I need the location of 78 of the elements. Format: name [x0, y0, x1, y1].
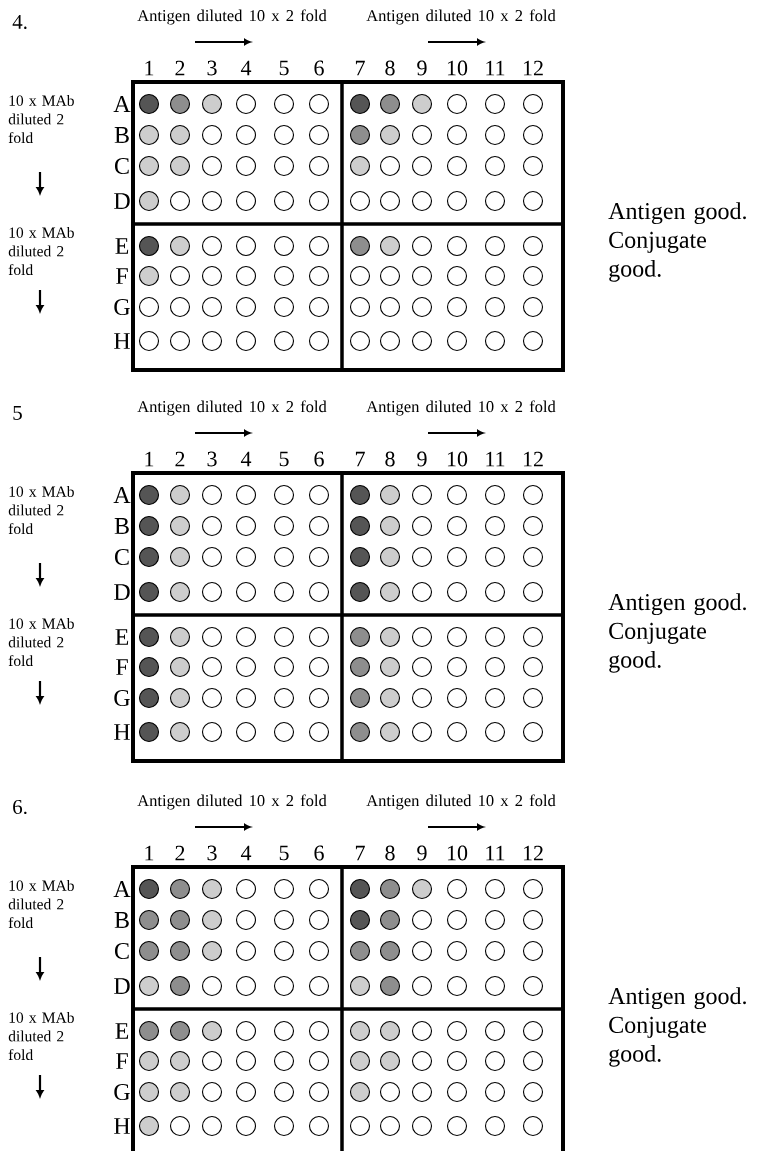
dilution-label: 10 x MAb diluted 2 fold — [8, 485, 74, 535]
panel-number: 5 — [13, 406, 22, 420]
column-number: 2 — [175, 845, 185, 861]
column-number: 3 — [207, 845, 217, 861]
panel-number: 4. — [12, 14, 27, 30]
column-number: 5 — [279, 845, 289, 861]
result-note: Antigen good. Conjugate good. — [608, 593, 746, 673]
row-letter: B — [114, 127, 129, 143]
column-number: 4 — [240, 60, 252, 76]
column-number: 5 — [279, 60, 289, 76]
row-letter: C — [115, 157, 129, 175]
column-number: 12 — [523, 60, 543, 76]
column-number: 6 — [314, 60, 324, 76]
row-letter: D — [114, 193, 130, 209]
row-letter: H — [114, 724, 130, 740]
panel-number: 6. — [13, 799, 27, 815]
dilution-label: Antigen diluted 10 x 2 fold — [137, 9, 327, 25]
row-letter: B — [114, 518, 129, 534]
dilution-label: Antigen diluted 10 x 2 fold — [366, 9, 556, 25]
row-letter: H — [114, 333, 130, 349]
result-note: Antigen good. Conjugate good. — [608, 202, 746, 282]
dilution-label: Antigen diluted 10 x 2 fold — [137, 794, 327, 810]
row-letter: G — [114, 298, 130, 316]
column-number: 10 — [447, 60, 468, 76]
column-number: 11 — [486, 451, 505, 467]
row-letter: F — [116, 659, 128, 675]
dilution-label: 10 x MAb diluted 2 fold — [8, 617, 74, 667]
column-number: 8 — [385, 451, 395, 467]
column-number: 1 — [145, 451, 154, 467]
column-number: 9 — [417, 60, 427, 76]
column-number: 3 — [207, 451, 217, 467]
dilution-label: 10 x MAb diluted 2 fold — [8, 1011, 74, 1061]
column-number: 1 — [145, 60, 154, 76]
row-letter: F — [116, 1053, 128, 1069]
dilution-label: 10 x MAb diluted 2 fold — [8, 94, 74, 144]
column-number: 4 — [240, 845, 252, 861]
column-number: 1 — [145, 845, 154, 861]
column-number: 7 — [355, 451, 365, 467]
row-letter: A — [113, 487, 131, 503]
result-note: Antigen good. Conjugate good. — [608, 987, 746, 1067]
column-number: 12 — [523, 451, 543, 467]
column-number: 6 — [314, 451, 324, 467]
row-letter: B — [114, 912, 129, 928]
column-number: 8 — [385, 60, 395, 76]
row-letter: E — [115, 1023, 129, 1039]
row-letter: C — [115, 548, 129, 566]
column-number: 6 — [314, 845, 324, 861]
column-number: 2 — [175, 60, 185, 76]
column-number: 8 — [385, 845, 395, 861]
dilution-label: Antigen diluted 10 x 2 fold — [137, 400, 327, 416]
column-number: 9 — [417, 451, 427, 467]
column-number: 11 — [486, 60, 505, 76]
row-letter: A — [113, 96, 131, 112]
column-number: 4 — [240, 451, 252, 467]
column-number: 10 — [447, 845, 468, 861]
row-letter: C — [115, 942, 129, 960]
row-letter: G — [114, 689, 130, 707]
dilution-label: 10 x MAb diluted 2 fold — [8, 226, 74, 276]
column-number: 7 — [355, 845, 365, 861]
column-number: 9 — [417, 845, 427, 861]
dilution-label: Antigen diluted 10 x 2 fold — [366, 400, 556, 416]
row-letter: E — [115, 238, 129, 254]
row-letter: F — [116, 268, 128, 284]
column-number: 3 — [207, 60, 217, 76]
dilution-label: 10 x MAb diluted 2 fold — [8, 879, 74, 929]
column-number: 11 — [486, 845, 505, 861]
row-letter: E — [115, 629, 129, 645]
column-number: 5 — [279, 451, 289, 467]
row-letter: G — [114, 1083, 130, 1101]
column-number: 7 — [355, 60, 365, 76]
row-letter: H — [114, 1118, 130, 1134]
row-letter: D — [114, 584, 130, 600]
column-number: 12 — [523, 845, 543, 861]
column-number: 10 — [447, 451, 468, 467]
dilution-label: Antigen diluted 10 x 2 fold — [366, 794, 556, 810]
row-letter: A — [113, 881, 131, 897]
column-number: 2 — [175, 451, 185, 467]
row-letter: D — [114, 978, 130, 994]
